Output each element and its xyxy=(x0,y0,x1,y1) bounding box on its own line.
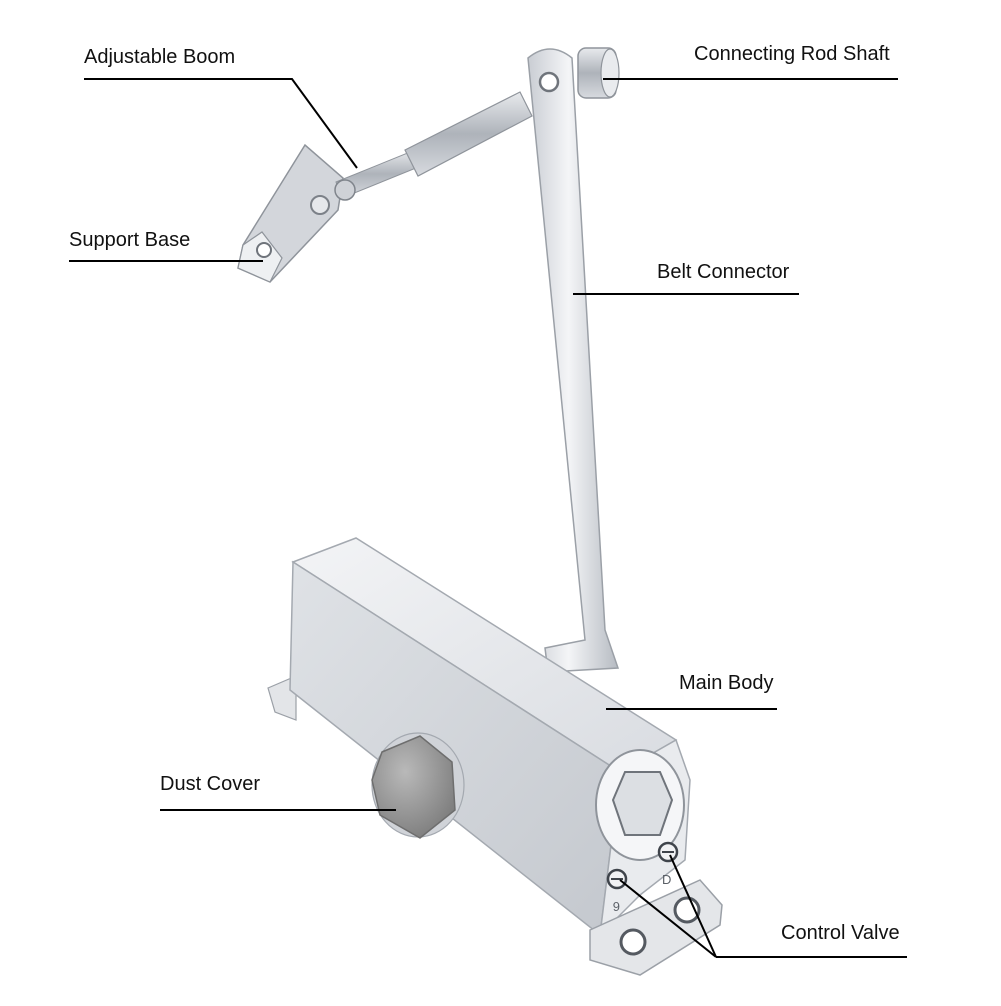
shaft-end xyxy=(600,48,620,98)
arm-pivot-hole xyxy=(538,71,560,93)
hex-socket xyxy=(611,771,674,836)
support-base-pin xyxy=(310,195,330,215)
dust-cover-part xyxy=(371,732,465,839)
support-base-hole xyxy=(256,242,272,258)
dust-cover-cap xyxy=(371,735,456,839)
label-support-base: Support Base xyxy=(69,229,191,251)
leader-control-valve-left xyxy=(619,879,717,958)
boom-tube xyxy=(404,91,533,177)
label-connecting-rod-shaft: Connecting Rod Shaft xyxy=(694,43,890,65)
adjustable-boom-part xyxy=(334,91,533,201)
leader-adjustable-boom xyxy=(84,78,358,169)
boom-nut xyxy=(334,179,356,201)
belt-connector-arm xyxy=(527,48,620,673)
support-base-part xyxy=(237,143,344,283)
leader-lines xyxy=(69,78,907,958)
valve-marking-right: D xyxy=(662,872,671,887)
leader-control-valve-right xyxy=(669,854,717,958)
connecting-rod-shaft-part xyxy=(577,47,620,99)
label-adjustable-boom: Adjustable Boom xyxy=(84,46,236,68)
main-body-mounting-plate xyxy=(267,675,297,721)
label-dust-cover: Dust Cover xyxy=(160,773,261,795)
main-body-part: 6 D xyxy=(267,537,723,976)
label-control-valve: Control Valve xyxy=(781,922,900,944)
label-belt-connector: Belt Connector xyxy=(657,261,790,283)
foot-hole-left xyxy=(619,928,647,956)
label-main-body: Main Body xyxy=(679,672,774,694)
support-base-face xyxy=(237,231,283,283)
belt-connector-part xyxy=(527,48,620,673)
valve-marking-left: 6 xyxy=(613,899,620,914)
